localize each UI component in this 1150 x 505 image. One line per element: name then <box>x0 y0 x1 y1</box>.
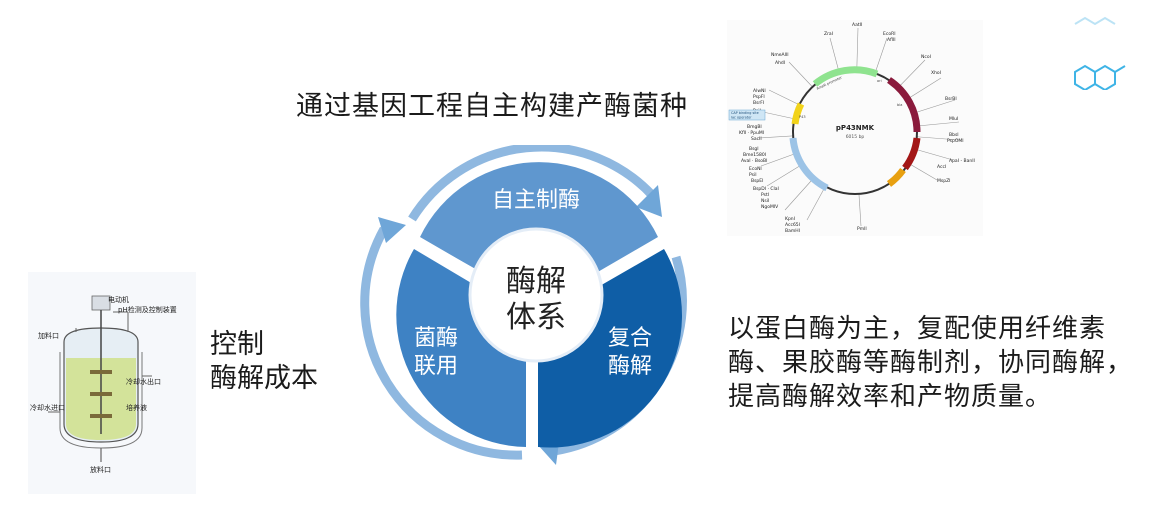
svg-text:lac operator: lac operator <box>731 116 752 120</box>
svg-text:放料口: 放料口 <box>90 465 111 474</box>
svg-text:冷却水出口: 冷却水出口 <box>126 377 161 386</box>
svg-text:PstI: PstI <box>761 192 769 198</box>
fermenter-diagram: 电动机 pH检测及控制装置 加料口 冷却水出口 冷却水进口 培养液 放料口 <box>28 272 196 494</box>
svg-text:BamHI: BamHI <box>785 228 800 234</box>
enzymolysis-cycle-diagram: 酶解 体系 自主制酶 复合 酶解 菌酶 联用 <box>360 145 687 465</box>
svg-text:ApaI - BanII: ApaI - BanII <box>949 158 975 164</box>
svg-text:NsiI: NsiI <box>761 198 769 204</box>
impellers <box>90 370 112 418</box>
svg-text:加料口: 加料口 <box>38 331 59 340</box>
feature-blue <box>789 137 829 192</box>
feature-red <box>902 137 921 171</box>
svg-text:pH检测及控制装置: pH检测及控制装置 <box>118 305 177 314</box>
svg-text:bla: bla <box>897 103 902 107</box>
cost-line-1: 控制 <box>210 329 264 360</box>
svg-text:CAP binding site: CAP binding site <box>731 111 759 115</box>
arrow-head-left <box>378 217 406 243</box>
svg-text:PspFI: PspFI <box>753 94 765 100</box>
center-label-1: 酶解 <box>506 264 566 299</box>
center-circle <box>468 227 604 363</box>
svg-text:ori: ori <box>877 79 882 83</box>
hexagon-molecule-icon <box>1074 16 1126 90</box>
svg-text:NcoI: NcoI <box>921 54 931 60</box>
svg-text:PmlI: PmlI <box>857 226 867 232</box>
site-labels: ZraI AatII EcoRI AflII NcoI XhoI BsrBI M… <box>739 22 975 234</box>
svg-text:BsrBI: BsrBI <box>945 96 957 102</box>
svg-text:MluI: MluI <box>949 116 958 122</box>
svg-text:AvaI · BsoBI: AvaI · BsoBI <box>741 158 767 164</box>
svg-text:EcoRI: EcoRI <box>883 31 896 37</box>
svg-text:KpnI: KpnI <box>785 216 795 222</box>
svg-text:BspDI · ClaI: BspDI · ClaI <box>753 186 779 192</box>
plasmid-name: pP43NMK <box>836 124 875 132</box>
svg-text:P43: P43 <box>799 115 806 119</box>
arrow-head-top <box>636 185 662 217</box>
svg-text:AccI: AccI <box>937 164 946 170</box>
segment-top-label: 自主制酶 <box>492 188 580 213</box>
svg-text:AlwNI: AlwNI <box>753 88 766 94</box>
cost-line-2: 酶解成本 <box>210 363 318 394</box>
svg-text:MspZI: MspZI <box>937 178 951 184</box>
reactor-labels: 电动机 pH检测及控制装置 加料口 冷却水出口 冷却水进口 培养液 放料口 <box>30 295 177 474</box>
svg-text:NgoMIV: NgoMIV <box>761 204 779 210</box>
svg-text:SacII: SacII <box>751 136 762 142</box>
cost-control-text: 控制 酶解成本 <box>210 328 318 396</box>
svg-text:培养液: 培养液 <box>126 403 147 412</box>
svg-text:NmeAIII: NmeAIII <box>771 52 789 58</box>
svg-text:电动机: 电动机 <box>108 295 129 304</box>
svg-text:AatII: AatII <box>852 22 862 28</box>
segment-left-label-1: 菌酶 <box>414 326 458 351</box>
feature-orange <box>886 167 906 187</box>
segment-left-label-2: 联用 <box>414 354 458 379</box>
feature-amp-promoter <box>812 66 879 87</box>
svg-text:Bme1580I: Bme1580I <box>743 152 766 158</box>
svg-text:BsrFI: BsrFI <box>753 100 764 106</box>
svg-text:BsgI: BsgI <box>749 146 759 152</box>
svg-text:PsiI: PsiI <box>749 172 757 178</box>
svg-text:冷却水进口: 冷却水进口 <box>30 403 65 412</box>
svg-text:BmgBI: BmgBI <box>747 124 762 130</box>
svg-text:KflI · PpuMI: KflI · PpuMI <box>739 130 764 136</box>
center-label-2: 体系 <box>506 300 566 335</box>
segment-right <box>538 249 683 448</box>
segment-right-label-1: 复合 <box>608 326 652 351</box>
feature-yellow <box>791 102 805 125</box>
svg-text:BbsI: BbsI <box>949 132 959 138</box>
svg-text:Acc65I: Acc65I <box>785 222 800 228</box>
plasmid-map: pP43NMK 6015 bp ZraI AatII EcoRI AflII N… <box>727 20 983 236</box>
svg-text:XhoI: XhoI <box>931 70 941 76</box>
segment-top <box>420 162 658 273</box>
segment-right-label-2: 酶解 <box>608 354 652 379</box>
feature-bla <box>886 77 921 133</box>
svg-text:PspOMI: PspOMI <box>947 138 964 144</box>
svg-text:BspEI: BspEI <box>751 178 763 184</box>
svg-text:ZraI: ZraI <box>824 31 833 37</box>
enzyme-description: 以蛋白酶为主，复配使用纤维素酶、果胶酶等酶制剂，协同酶解，提高酶解效率和产物质量… <box>728 314 1134 412</box>
segment-left <box>396 249 526 447</box>
svg-text:EcoNI: EcoNI <box>749 166 762 172</box>
svg-text:AhdI: AhdI <box>775 60 785 66</box>
plasmid-size: 6015 bp <box>846 134 865 140</box>
svg-text:AflII: AflII <box>887 37 896 43</box>
top-title: 通过基因工程自主构建产酶菌种 <box>296 91 688 122</box>
